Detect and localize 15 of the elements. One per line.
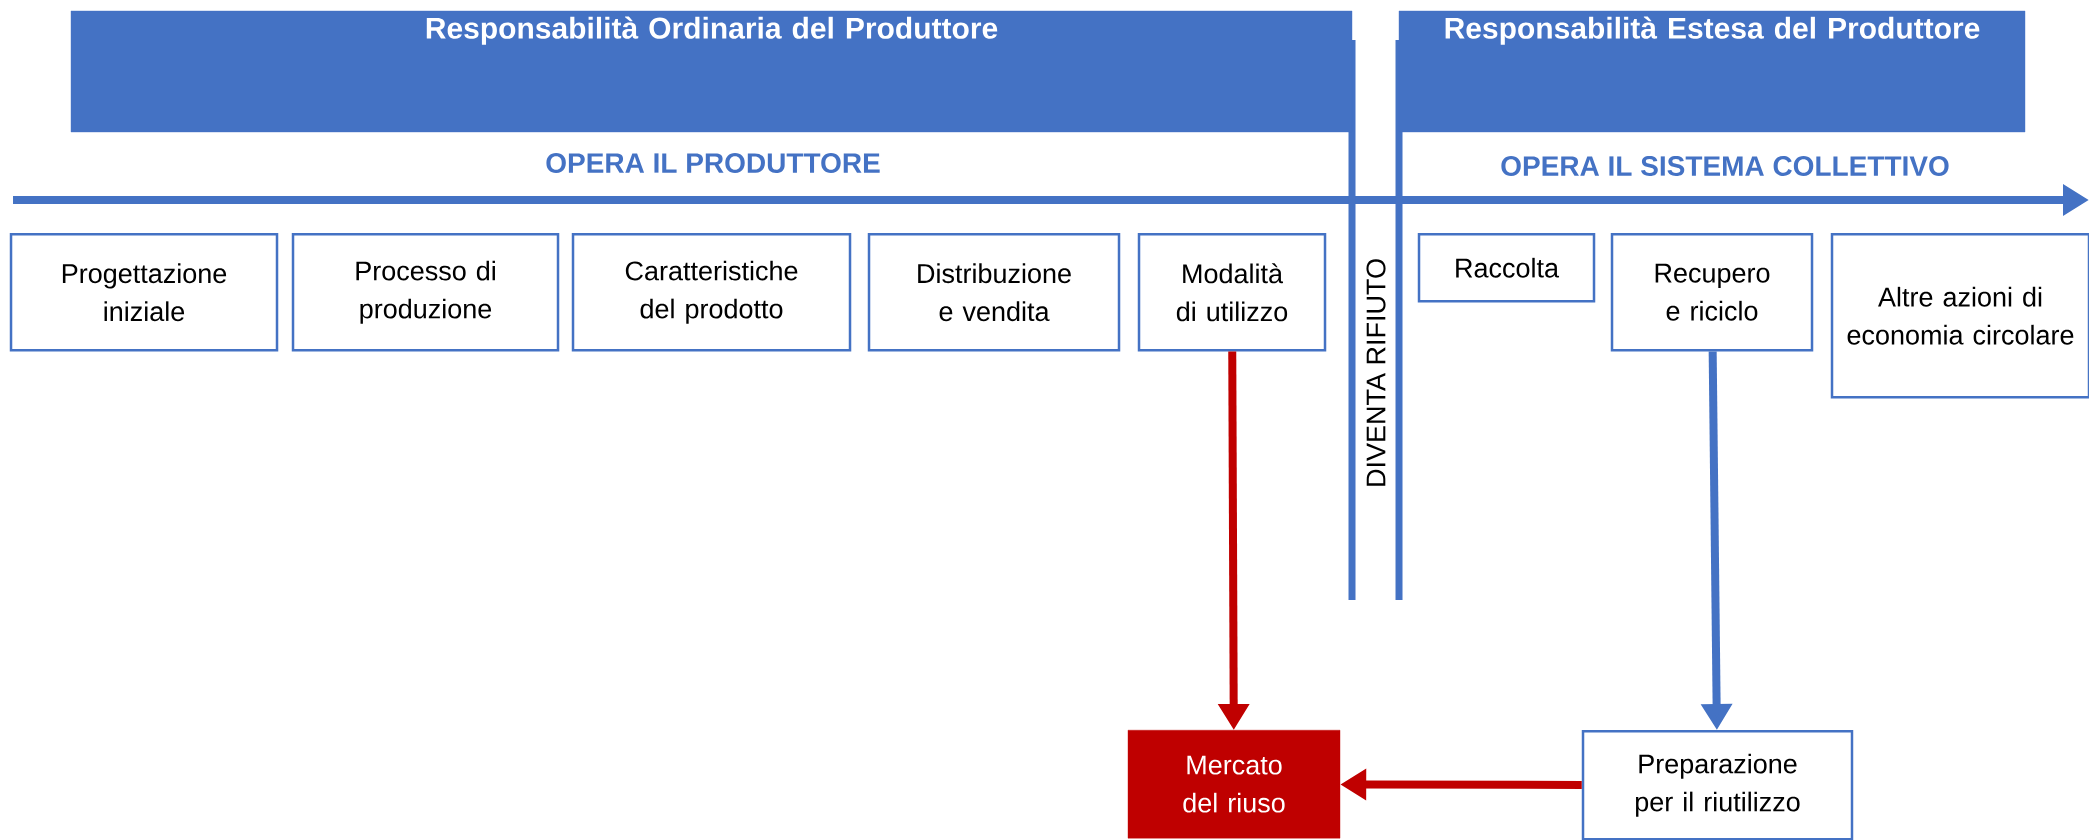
vertical-label: DIVENTA RIFIUTO xyxy=(1366,259,1386,486)
step-box: Preparazione per il riutilizzo xyxy=(1581,730,1854,840)
section-label: OPERA IL SISTEMA COLLETTIVO xyxy=(1501,156,1949,176)
step-box: Progettazione iniziale xyxy=(9,233,279,352)
section-label: OPERA IL PRODUTTORE xyxy=(546,153,880,173)
step-box: Modalità di utilizzo xyxy=(1137,233,1327,352)
header-band: Responsabilità Estesa del Produttore xyxy=(1398,10,2026,133)
market-box: Mercato del riuso xyxy=(1127,730,1341,839)
step-box: Distribuzione e vendita xyxy=(867,233,1121,352)
header-band: Responsabilità Ordinaria del Produttore xyxy=(70,10,1353,133)
step-box: Raccolta xyxy=(1417,233,1596,303)
step-box: Altre azioni di economia circolare xyxy=(1830,233,2089,399)
step-box: Processo di produzione xyxy=(291,233,560,352)
step-box: Recupero e riciclo xyxy=(1610,233,1814,352)
step-box: Caratteristiche del prodotto xyxy=(571,233,852,352)
